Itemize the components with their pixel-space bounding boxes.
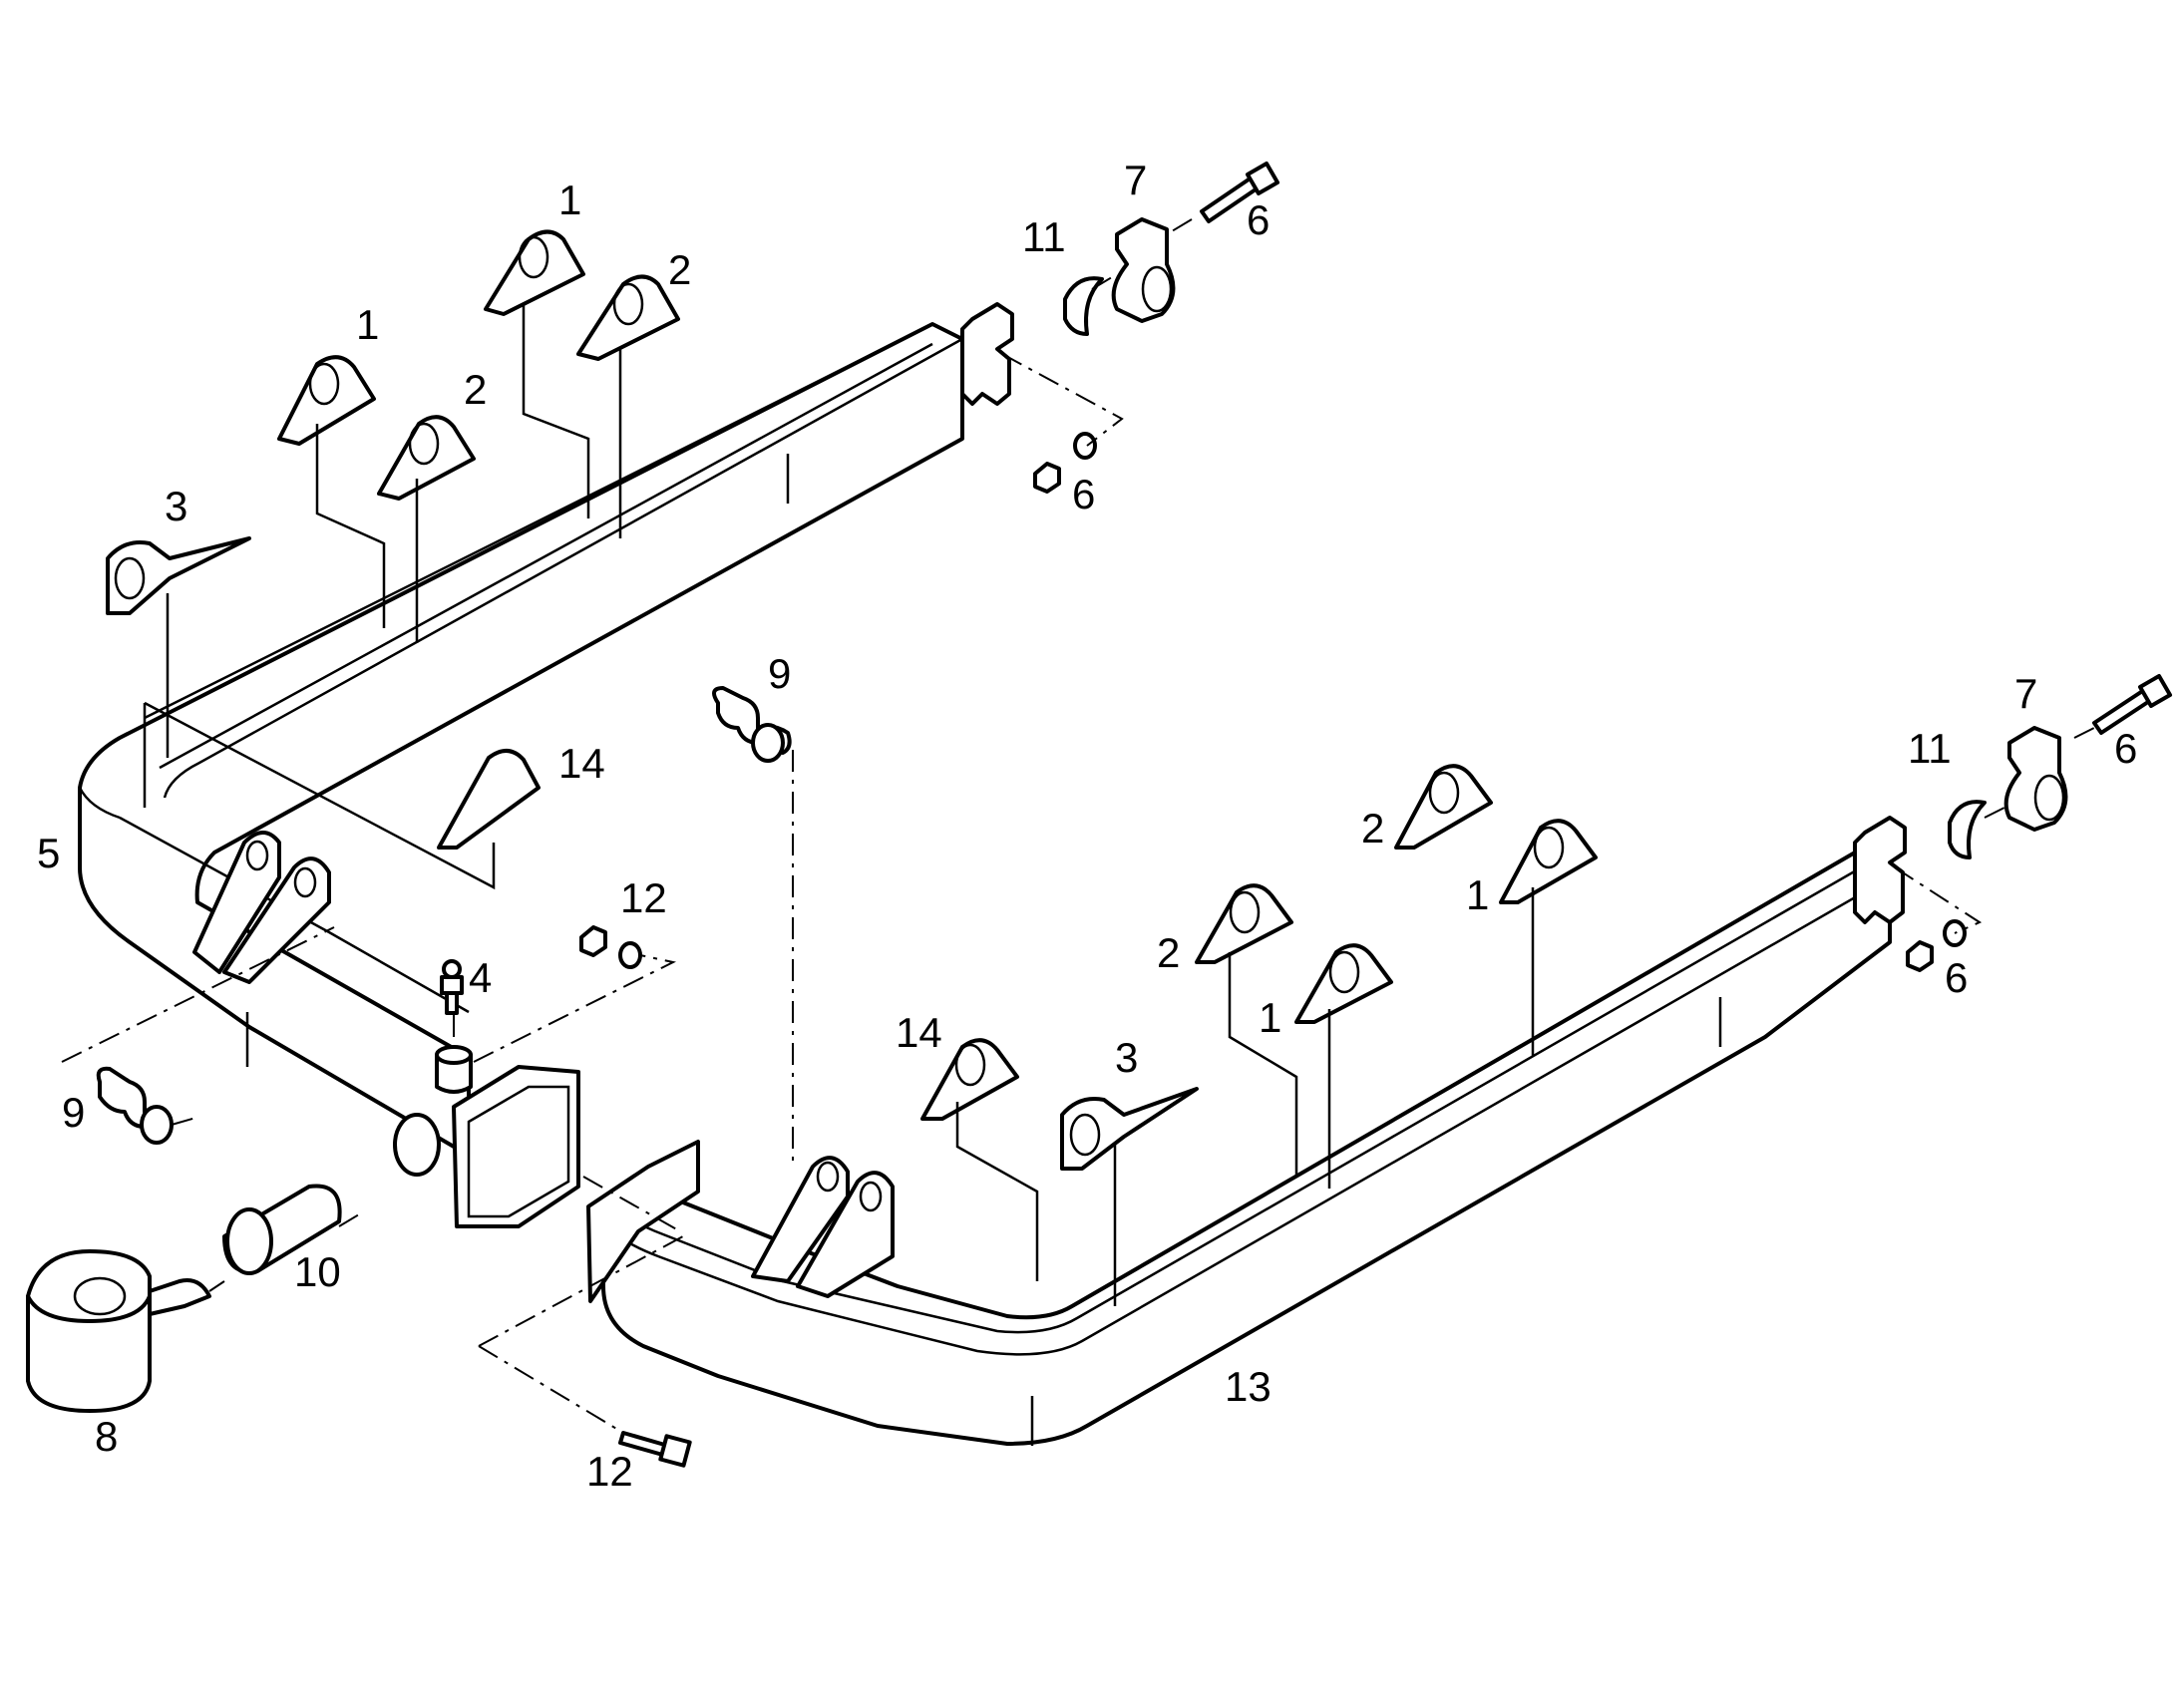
grease-nipple-4 (440, 959, 464, 1015)
callout-2: 2 (1361, 805, 1384, 852)
callout-6: 6 (1072, 471, 1095, 517)
bolt-12 (618, 1431, 692, 1468)
left-frame-arm (78, 322, 964, 1228)
assembly-lines (61, 218, 2095, 1434)
callout-1: 1 (558, 176, 581, 223)
callout-8: 8 (95, 1413, 118, 1460)
nut-washer-6-top (1033, 432, 1097, 494)
callout-2: 2 (1157, 929, 1180, 976)
callout-4: 4 (469, 954, 492, 1001)
callout-14: 14 (896, 1009, 942, 1056)
bolt-6-right (2092, 673, 2173, 735)
callout-10: 10 (294, 1248, 341, 1295)
pin-8 (26, 1249, 211, 1413)
callout-12: 12 (620, 874, 667, 921)
nut-washer-12 (579, 925, 642, 969)
right-frame-arm (586, 841, 1892, 1446)
callout-9: 9 (768, 650, 791, 697)
callout-9: 9 (62, 1089, 85, 1136)
gusset-plates (106, 229, 1598, 1171)
leader-lines (143, 304, 1535, 1306)
callout-14: 14 (558, 740, 605, 787)
rubber-buffer-9-center (712, 686, 792, 763)
callout-6: 6 (1247, 196, 1270, 243)
callout-12: 12 (586, 1448, 633, 1495)
callout-1: 1 (1259, 994, 1281, 1041)
callout-1: 1 (356, 301, 379, 348)
callout-11: 11 (1022, 213, 1066, 260)
bolt-6-top (1200, 161, 1280, 223)
bushing-10 (222, 1184, 342, 1275)
clamp-half-7-top (1111, 217, 1176, 323)
bearing-shell-11-right (1948, 800, 1987, 859)
callout-11: 11 (1908, 725, 1952, 772)
callout-3: 3 (1115, 1034, 1138, 1081)
callout-2: 2 (464, 366, 487, 413)
callout-13: 13 (1225, 1363, 1272, 1410)
nut-washer-6-right (1906, 919, 1967, 972)
callout-7: 7 (1124, 157, 1147, 203)
callout-5: 5 (37, 830, 60, 876)
callouts: 1 1 1 1 2 2 2 2 3 3 4 5 6 6 6 6 7 7 8 9 … (37, 157, 2137, 1495)
bearing-shell-11-top (1063, 276, 1104, 336)
callout-6: 6 (2114, 725, 2137, 772)
callout-6: 6 (1945, 954, 1968, 1001)
left-arm-end-block (960, 302, 1014, 406)
callout-1: 1 (1466, 871, 1489, 918)
callout-2: 2 (668, 246, 691, 293)
rubber-buffer-9-left (96, 1066, 174, 1145)
right-arm-end-block (1853, 816, 1907, 924)
callout-3: 3 (165, 483, 187, 529)
clamp-half-7-right (2003, 726, 2068, 832)
callout-7: 7 (2014, 670, 2037, 717)
